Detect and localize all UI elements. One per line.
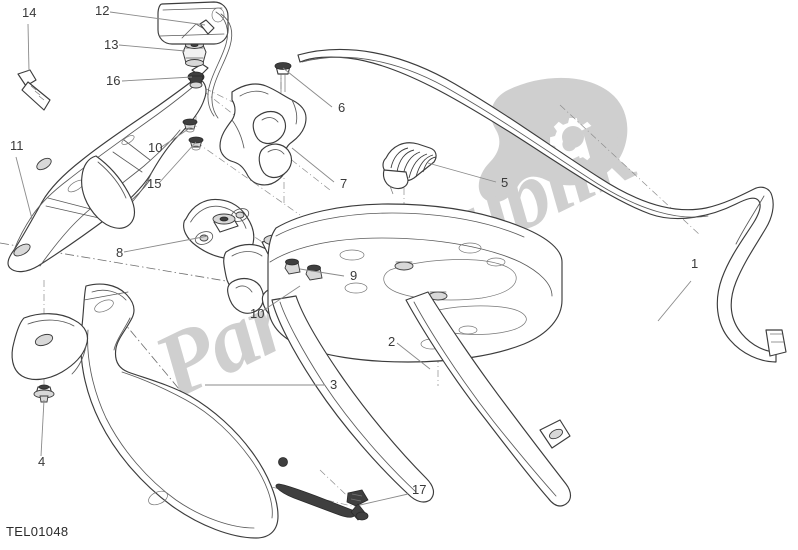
part-17-cable-tie [275, 457, 369, 521]
callout-leader-4 [40, 399, 45, 457]
callout-leader-6 [282, 67, 333, 108]
callout-label-13: 13 [104, 37, 118, 52]
part-11-left-bracket [7, 77, 207, 273]
part-3-inner-mudguard [11, 283, 279, 539]
callout-leader-11 [15, 156, 33, 220]
callout-label-7: 7 [340, 176, 347, 191]
callout-label-9: 9 [350, 268, 357, 283]
callout-leader-16 [121, 76, 193, 82]
callout-label-15: 15 [147, 176, 161, 191]
callout-label-5: 5 [501, 175, 508, 190]
part-7-footpeg-bracket [219, 83, 307, 186]
part-9-nut-a [284, 258, 301, 275]
callout-leader-7 [291, 147, 335, 183]
callout-label-6: 6 [338, 100, 345, 115]
callout-label-10: 10 [148, 140, 162, 155]
callout-label-1: 1 [691, 256, 698, 271]
callout-label-12: 12 [95, 3, 109, 18]
callout-leader-9 [299, 268, 345, 277]
callout-label-17: 17 [412, 482, 426, 497]
callout-label-11: 11 [10, 138, 24, 153]
callout-label-2: 2 [388, 334, 395, 349]
callout-label-14: 14 [22, 5, 36, 20]
part-15-fastener [188, 136, 204, 151]
callout-leader-17 [359, 493, 409, 506]
part-10-fastener-upper [182, 118, 198, 133]
part-4-screw [33, 384, 55, 403]
callout-leader-12 [109, 11, 206, 26]
callout-leader-5 [427, 162, 497, 183]
callout-leader-2 [396, 342, 431, 370]
callout-leader-14 [27, 23, 30, 72]
callout-leader-10 [159, 127, 191, 149]
part-1-grab-handle [297, 48, 787, 363]
callout-leader-1 [657, 280, 692, 322]
callout-leader-8 [123, 235, 209, 253]
part-2-plate-holder-frame [212, 203, 572, 507]
callout-label-3: 3 [330, 377, 337, 392]
callout-label-4: 4 [38, 454, 45, 469]
callout-label-8: 8 [116, 245, 123, 260]
part-5-footpeg [382, 142, 437, 195]
callout-leader-15 [158, 141, 197, 184]
callout-label-10b: 10 [250, 306, 264, 321]
callout-leader-13 [118, 44, 186, 52]
callout-leader-10b [260, 285, 301, 313]
diagram-code: TEL01048 [6, 524, 69, 539]
part-6-screw [274, 62, 292, 92]
callout-label-16: 16 [106, 73, 120, 88]
callout-leader-lines [15, 11, 692, 506]
part-14-screw [17, 69, 51, 111]
